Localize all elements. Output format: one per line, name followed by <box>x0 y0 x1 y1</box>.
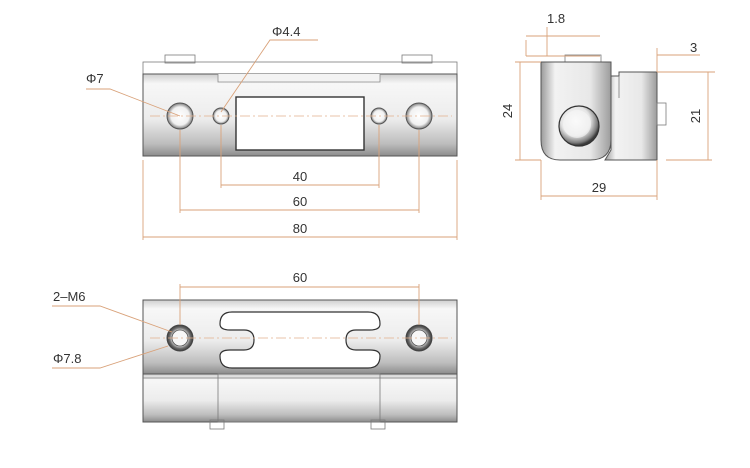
dim-40: 40 <box>293 169 307 184</box>
leader-2-m6 <box>52 305 173 333</box>
side-leaf <box>604 71 658 161</box>
label-phi7-8: Φ7.8 <box>53 351 81 366</box>
bottom-tab-left <box>209 419 225 430</box>
bottom-block <box>142 373 458 423</box>
dim-80: 80 <box>293 221 307 236</box>
label-phi7: Φ7 <box>86 71 104 86</box>
dim-1-8: 1.8 <box>547 11 565 26</box>
label-2-m6: 2–M6 <box>53 289 86 304</box>
front-top-strip <box>142 61 458 76</box>
leader-phi4-4 <box>220 39 318 113</box>
dim-24: 24 <box>500 104 515 118</box>
label-phi4-4: Φ4.4 <box>272 24 300 39</box>
front-top-tab-left <box>164 54 196 64</box>
leader-phi7 <box>86 88 181 117</box>
front-body-notch <box>217 74 381 83</box>
side-view: 1.8 3 24 21 29 <box>500 11 715 200</box>
front-view: Φ7 Φ4.4 40 60 80 <box>86 24 458 240</box>
front-top-tab-right <box>401 54 433 64</box>
side-pin-face <box>563 110 591 138</box>
dim-3: 3 <box>690 40 697 55</box>
dim-60-bottom: 60 <box>293 270 307 285</box>
side-boss <box>656 102 667 126</box>
bottom-slot <box>219 311 381 369</box>
front-slot-window <box>235 96 365 151</box>
dim-60-front: 60 <box>293 194 307 209</box>
bottom-view: 60 2–M6 Φ7.8 <box>52 270 458 430</box>
dim-29: 29 <box>592 180 606 195</box>
bottom-tab-right <box>370 419 386 430</box>
bottom-block-mid <box>217 373 381 423</box>
leader-phi7-8 <box>52 345 169 369</box>
dim-21: 21 <box>688 109 703 123</box>
